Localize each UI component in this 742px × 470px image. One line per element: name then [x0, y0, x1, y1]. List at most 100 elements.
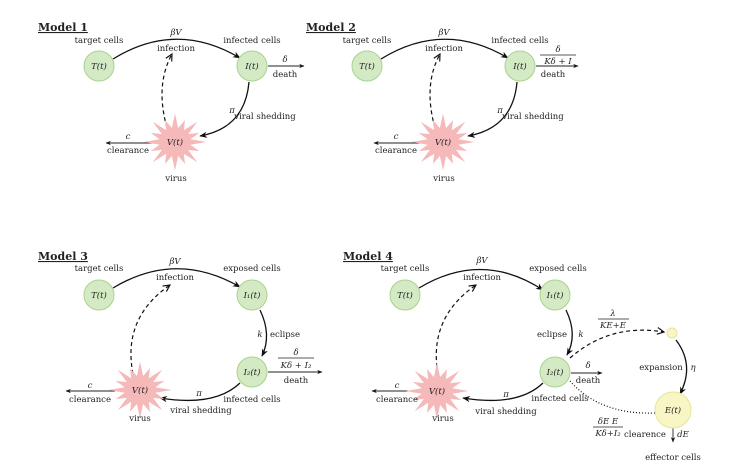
model-title: Model 2	[306, 21, 356, 34]
shedding-rate: π	[502, 390, 509, 400]
target-cell-node	[83, 279, 115, 311]
infected-node-label: I₂(t)	[243, 367, 261, 378]
infected-cell-node	[504, 50, 536, 82]
clearance-label: clearance	[107, 146, 149, 156]
death-rate-denominator: Kδ + I₂	[280, 361, 312, 371]
exposed-label: exposed cells	[529, 264, 587, 274]
infected-label: infected cells	[531, 394, 588, 404]
target-label: target cells	[381, 264, 430, 274]
effector-clearance-label: clearence	[624, 430, 666, 440]
clearance-rate: c	[395, 381, 400, 391]
eclipse-arrow	[259, 309, 268, 357]
virus-node	[405, 362, 469, 420]
target-cell-node	[83, 50, 115, 82]
virus-node	[108, 361, 172, 419]
effector-cell-node	[654, 391, 692, 429]
eclipse-label: eclipse	[537, 330, 567, 340]
infection-rate: βV	[437, 28, 450, 38]
target-label: target cells	[75, 36, 124, 46]
infection-arrow	[380, 38, 509, 60]
death-rate-numerator: δ	[555, 45, 560, 55]
virus-label: virus	[432, 174, 454, 184]
expansion-arrow	[675, 339, 688, 395]
infected-label: infected cells	[223, 36, 280, 46]
target-node-label: T(t)	[91, 61, 107, 72]
infection-rate: βV	[475, 256, 488, 266]
expansion-rate: η	[690, 363, 696, 373]
clearance-label: clearance	[375, 146, 417, 156]
target-label: target cells	[75, 264, 124, 274]
virus-label: virus	[431, 414, 453, 424]
infection-arrow	[112, 38, 241, 60]
recruitment-rate-denominator: KE+E	[599, 321, 627, 331]
exposed-label: exposed cells	[223, 264, 281, 274]
death-rate-numerator: δ	[293, 348, 298, 358]
exposed-cell-node	[236, 279, 268, 311]
infection-label: infection	[157, 44, 195, 54]
virus-label: virus	[128, 414, 150, 424]
model-3: Model 3 target cells T(t) βV infection e…	[38, 250, 323, 424]
killing-rate-denominator: Kδ+I₂	[594, 429, 621, 439]
death-rate: δ	[282, 55, 287, 65]
death-label: death	[273, 70, 298, 80]
virus-node	[143, 113, 207, 171]
exposed-node-label: I₁(t)	[546, 290, 564, 301]
effector-node-label: E(t)	[664, 405, 681, 416]
infected-node-label: I(t)	[512, 61, 526, 72]
death-rate: δ	[585, 361, 590, 371]
infected-label: infected cells	[223, 395, 280, 405]
shedding-arrow	[462, 382, 544, 403]
eclipse-rate: k	[257, 330, 262, 340]
infection-rate: βV	[168, 257, 181, 267]
killing-rate-numerator: δE E	[598, 417, 619, 427]
eclipse-arrow	[565, 309, 574, 356]
infected-node-label: I₂(t)	[546, 367, 564, 378]
target-cell-node	[389, 279, 421, 311]
infection-label: infection	[463, 273, 501, 283]
shedding-label: viral shedding	[169, 406, 232, 416]
clearance-rate: c	[88, 381, 93, 391]
shedding-rate: π	[195, 389, 202, 399]
virus-infection-dashed-arrow	[429, 54, 440, 129]
target-node-label: T(t)	[397, 290, 413, 301]
target-label: target cells	[343, 36, 392, 46]
recruitment-rate-numerator: λ	[609, 309, 615, 319]
virus-node-label: V(t)	[167, 137, 183, 148]
clearance-rate: c	[394, 132, 399, 142]
shedding-arrow	[159, 382, 241, 403]
exposed-node-label: I₁(t)	[243, 290, 261, 301]
infected-label: infected cells	[491, 36, 548, 46]
model-4: Model 4 target cells T(t) βV infection e…	[343, 250, 701, 463]
recruitment-dashed-arrow	[569, 330, 664, 359]
shedding-label: viral shedding	[233, 112, 296, 122]
target-node-label: T(t)	[91, 290, 107, 301]
virus-infection-dashed-arrow	[161, 54, 172, 129]
shedding-rate: π	[228, 106, 235, 116]
virus-infection-dashed-arrow	[435, 285, 476, 375]
virus-node-label: V(t)	[132, 385, 148, 396]
death-label: death	[284, 376, 309, 386]
target-node-label: T(t)	[359, 61, 375, 72]
model-title: Model 1	[38, 21, 88, 34]
death-label: death	[541, 70, 566, 80]
infection-rate: βV	[169, 28, 182, 38]
virus-node-label: V(t)	[429, 386, 445, 397]
eclipse-rate: k	[578, 330, 583, 340]
eclipse-label: eclipse	[270, 330, 300, 340]
exposed-cell-node	[539, 279, 571, 311]
virus-infection-dashed-arrow	[130, 285, 170, 375]
infection-arrow	[112, 268, 241, 289]
infected-cell-node	[539, 356, 571, 388]
death-rate-denominator: Kδ + I	[543, 57, 572, 67]
shedding-label: viral shedding	[501, 112, 564, 122]
infection-label: infection	[156, 273, 194, 283]
shedding-arrow	[467, 81, 518, 138]
virus-label: virus	[164, 174, 186, 184]
infected-cell-node	[236, 356, 268, 388]
expansion-label: expansion	[639, 363, 683, 373]
clearance-label: clearance	[376, 395, 418, 405]
infected-node-label: I(t)	[244, 61, 258, 72]
effector-precursor-node	[666, 327, 678, 339]
virus-node-label: V(t)	[435, 137, 451, 148]
